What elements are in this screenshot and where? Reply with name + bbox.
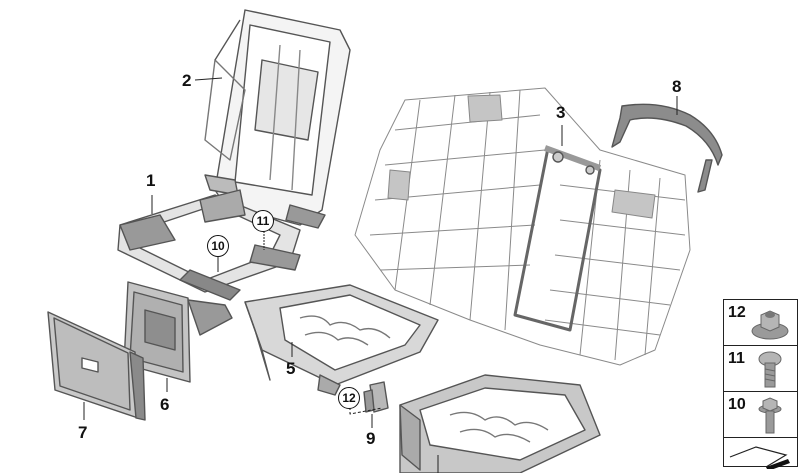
part-3-rear-backrest-frame	[354, 87, 691, 366]
arrow-sheet-icon	[729, 446, 790, 469]
legend-number: 10	[728, 396, 746, 413]
part-7-cover-plate	[47, 311, 146, 421]
legend-item-11: 11	[723, 345, 798, 392]
legend-number: 12	[728, 304, 746, 321]
hex-bolt-icon	[758, 397, 782, 434]
callout-2: 2	[182, 71, 192, 90]
callout-7: 7	[78, 423, 88, 442]
callout-10: 10	[207, 235, 229, 257]
nut-icon	[751, 310, 789, 340]
legend-item-12: 12	[723, 299, 798, 346]
legend-item-sheet	[723, 437, 798, 469]
callout-12: 12	[338, 387, 360, 409]
part-8-headrest-bracket	[611, 103, 723, 193]
part-2-backrest-frame	[204, 9, 351, 229]
callout-9: 9	[366, 429, 376, 448]
legend-number: 11	[728, 350, 745, 367]
callout-6: 6	[160, 395, 170, 414]
part-9-clip	[363, 381, 389, 413]
fastener-legend: 12 11 10	[723, 299, 798, 469]
callout-5: 5	[286, 359, 296, 378]
torx-bolt-icon	[758, 351, 782, 388]
callout-8: 8	[672, 77, 682, 96]
callout-11: 11	[252, 210, 274, 232]
legend-item-10: 10	[723, 391, 798, 438]
part-4-seat-pan	[399, 374, 601, 473]
callout-1: 1	[146, 171, 156, 190]
part-5-seat-base-frame	[244, 284, 439, 396]
part-3-center-frame	[513, 145, 602, 332]
callout-3: 3	[556, 103, 566, 122]
